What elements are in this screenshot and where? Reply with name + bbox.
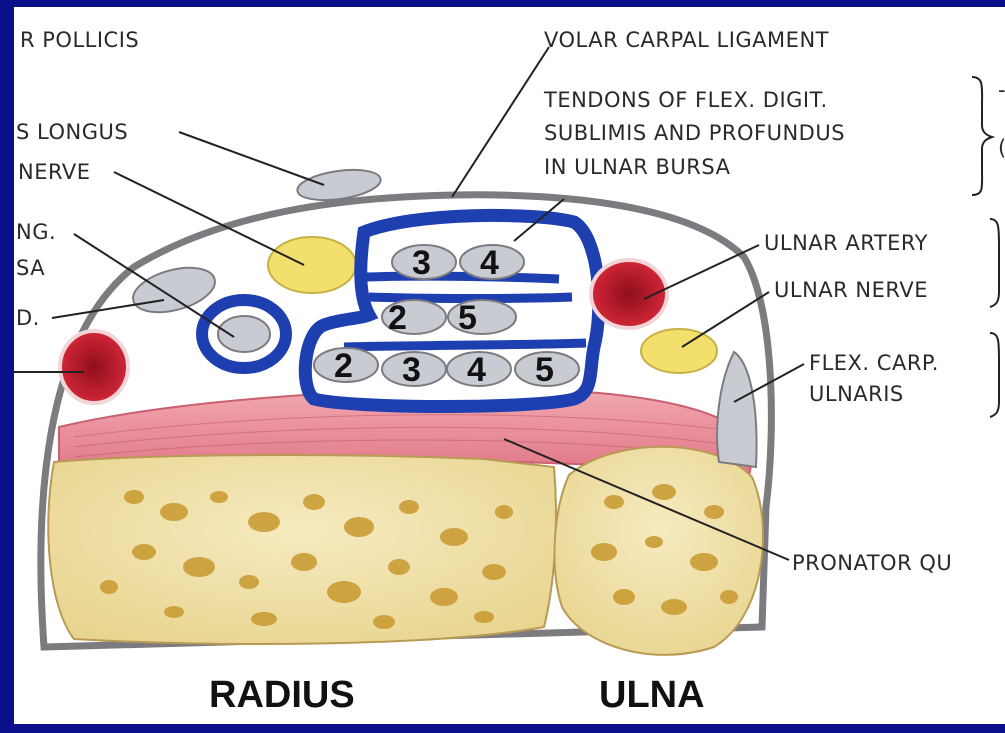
tendon-num-r3-1: 2 xyxy=(334,347,353,385)
median-nerve xyxy=(268,237,356,293)
fcu-brace xyxy=(990,333,999,417)
label-flex-carp-line1: FLEX. CARP. xyxy=(809,351,939,375)
label-volar-carpal-ligament: VOLAR CARPAL LIGAMENT xyxy=(544,28,829,52)
tendon-num-r3-3: 4 xyxy=(467,351,486,389)
clipped-mark-1: - xyxy=(998,78,1005,102)
tendon-num-r2-2: 5 xyxy=(458,299,477,337)
label-left-ng: NG. xyxy=(16,220,56,244)
radial-artery xyxy=(60,331,128,403)
vessel-brace xyxy=(990,219,999,307)
tendon-num-r1-2: 4 xyxy=(480,244,499,282)
label-tendons-line3: IN ULNAR BURSA xyxy=(544,155,731,179)
ulna-bone xyxy=(555,447,764,655)
label-left-longus: S LONGUS xyxy=(16,120,128,144)
label-ulnar-nerve: ULNAR NERVE xyxy=(774,278,928,302)
label-tendons-line2: SUBLIMIS AND PROFUNDUS xyxy=(544,121,845,145)
label-left-pollicis: R POLLICIS xyxy=(20,28,139,52)
label-radius: RADIUS xyxy=(209,674,355,716)
label-pronator: PRONATOR QU xyxy=(792,551,952,575)
label-left-sa: SA xyxy=(16,256,45,280)
tendon-num-r3-4: 5 xyxy=(535,351,554,389)
anatomy-figure: 3 4 2 5 2 3 4 5 - ( VOLAR CARPAL LIGAMEN… xyxy=(14,7,1005,724)
clipped-mark-2: ( xyxy=(998,136,1005,160)
label-left-nerve: NERVE xyxy=(18,160,91,184)
tendons-brace xyxy=(972,77,992,195)
wrist-cross-section-diagram: 3 4 2 5 2 3 4 5 - ( VOLAR CARPAL LIGAMEN… xyxy=(14,7,1005,724)
label-ulna: ULNA xyxy=(599,674,705,716)
label-left-d: D. xyxy=(16,306,40,330)
tendon-num-r2-1: 2 xyxy=(388,299,407,337)
label-tendons-line1: TENDONS OF FLEX. DIGIT. xyxy=(543,88,828,112)
label-flex-carp-line2: ULNARIS xyxy=(809,382,904,406)
tendon-num-r3-2: 3 xyxy=(402,351,421,389)
label-ulnar-artery: ULNAR ARTERY xyxy=(764,231,928,255)
ulnar-nerve xyxy=(641,329,717,373)
tendon-num-r1-1: 3 xyxy=(412,244,431,282)
flexor-pollicis-tendon xyxy=(218,316,270,352)
